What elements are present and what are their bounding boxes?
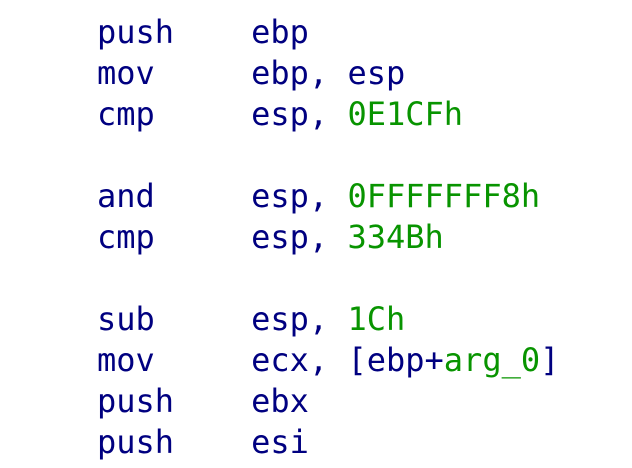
instruction-line[interactable]: push ebp <box>97 12 632 53</box>
stack-variable-name[interactable]: arg_0 <box>443 341 541 379</box>
mnemonic[interactable]: sub <box>97 300 155 338</box>
instruction-line[interactable]: push esi <box>97 422 632 463</box>
operand-text: esp, <box>251 300 348 338</box>
mnemonic[interactable]: mov <box>97 341 155 379</box>
instruction-line[interactable]: mov ecx, [ebp+arg_0] <box>97 340 632 381</box>
operand-text: ecx, [ebp+ <box>251 341 444 379</box>
number-literal[interactable]: 0FFFFFFF8h <box>347 177 541 215</box>
operand-text: ebp, esp <box>251 54 406 92</box>
blank-line <box>97 258 632 299</box>
blank-line <box>97 135 632 176</box>
instruction-line[interactable]: mov ebp, esp <box>97 53 632 94</box>
instruction-line[interactable]: sub esp, 1Ch <box>97 299 632 340</box>
number-literal[interactable]: 1Ch <box>347 300 406 338</box>
instruction-line[interactable]: and esp, 0FFFFFFF8h <box>97 176 632 217</box>
mnemonic[interactable]: cmp <box>97 95 155 133</box>
operand-text: ebx <box>251 382 309 420</box>
operand-text: esp, <box>251 95 348 133</box>
number-literal[interactable]: 0E1CFh <box>347 95 464 133</box>
instruction-line[interactable]: cmp esp, 334Bh <box>97 217 632 258</box>
instruction-line[interactable]: cmp esp, 0E1CFh <box>97 94 632 135</box>
operand-text: esp, <box>251 218 348 256</box>
mnemonic[interactable]: cmp <box>97 218 155 256</box>
mnemonic[interactable]: and <box>97 177 155 215</box>
mnemonic[interactable]: mov <box>97 54 155 92</box>
mnemonic[interactable]: push <box>97 382 175 420</box>
number-literal[interactable]: 334Bh <box>347 218 444 256</box>
operand-text: ebp <box>251 13 309 51</box>
operand-text: esp, <box>251 177 348 215</box>
instruction-line[interactable]: push ebx <box>97 381 632 422</box>
operand-text: esi <box>251 423 309 461</box>
operand-text: ] <box>540 341 560 379</box>
mnemonic[interactable]: push <box>97 423 175 461</box>
mnemonic[interactable]: push <box>97 13 175 51</box>
